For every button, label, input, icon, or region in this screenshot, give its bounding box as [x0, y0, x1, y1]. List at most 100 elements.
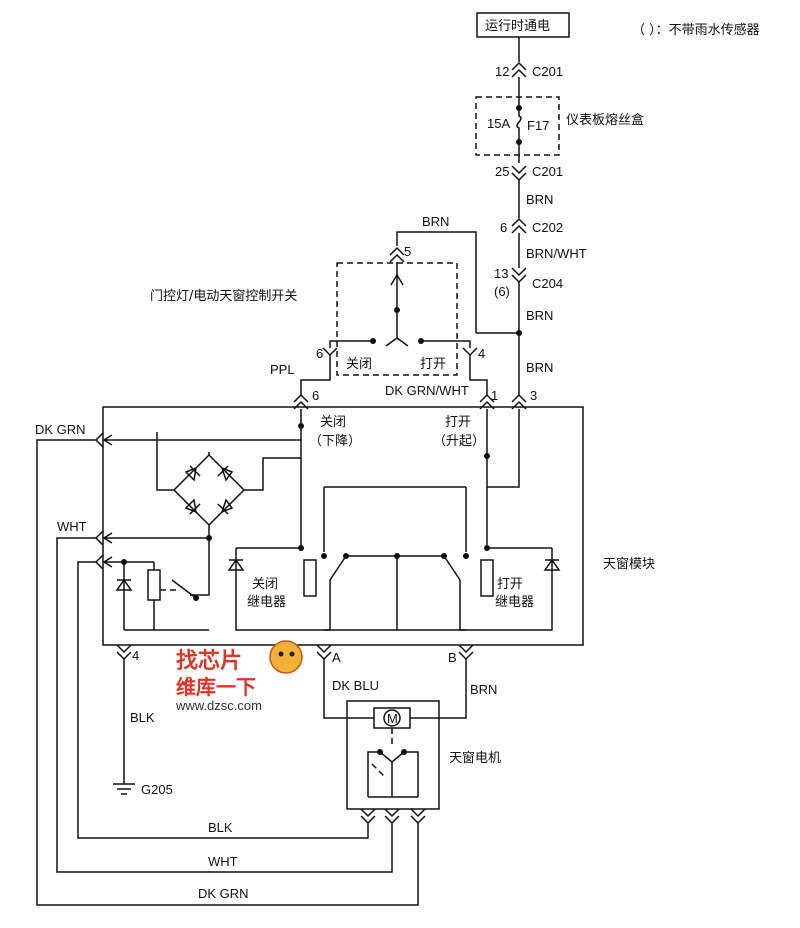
fuse-element [516, 108, 522, 142]
wht-arrow [102, 532, 113, 544]
bridge-output [190, 525, 210, 596]
c204-connector [511, 267, 527, 284]
open-relay-top-node [484, 545, 490, 551]
motor-switch-dash [371, 763, 387, 779]
dkgrn-arrow [102, 434, 113, 446]
switch-close-label: 关闭 [346, 357, 372, 372]
open-relay-coil [480, 559, 494, 597]
wire-dk-grn-wht: DK GRN/WHT [385, 383, 469, 398]
motor-pin-2 [384, 808, 400, 825]
module-pin1-connector [479, 393, 495, 410]
relay-mid-bus [346, 555, 444, 630]
bridge-rectifier [172, 453, 246, 527]
fuse-box-label: 仪表板熔丝盒 [566, 112, 644, 128]
relay-mid-node [394, 553, 400, 559]
open-relay-label-1: 打开 [497, 577, 523, 592]
run-power-box [476, 12, 570, 38]
sunroof-module-box [102, 406, 584, 646]
brn-motor-wire [410, 659, 467, 719]
relay-out-a [324, 580, 331, 631]
switch-pin5-connector [389, 246, 405, 263]
watermark-url: www.dzsc.com [175, 698, 262, 713]
module-pin-B: B [448, 650, 457, 665]
left-relay-contact-dot [193, 595, 199, 601]
switch-open-label: 打开 [420, 357, 446, 372]
blk-wire [77, 561, 369, 839]
watermark-mascot-eye-l [278, 651, 284, 657]
close-relay-label-2: 继电器 [247, 595, 286, 610]
pin-6-c202: 6 [500, 220, 507, 235]
pin3-internal-wire [487, 409, 520, 488]
watermark-mascot [269, 640, 303, 674]
c201-bottom-connector [511, 165, 527, 182]
close-down-label: 关闭 [320, 415, 346, 430]
watermark-line-1: 找芯片 [176, 649, 242, 674]
ground-symbol [113, 783, 135, 795]
module-pin-4: 4 [132, 648, 139, 663]
wire-wht-bottom: WHT [208, 854, 238, 869]
fuse-id-label: F17 [527, 118, 549, 133]
wire-blk-left: BLK [130, 710, 155, 725]
relay-out-b [459, 580, 466, 631]
open-up-label-2: （升起） [433, 434, 485, 449]
sunroof-motor-box [346, 700, 440, 810]
wire-brn-1: BRN [526, 192, 553, 207]
module-pinA-connector [316, 644, 332, 661]
motor-symbol: M [387, 711, 398, 726]
wire-dk-grn-left: DK GRN [35, 422, 86, 437]
relay-contact-1 [321, 553, 327, 559]
dk-blu-wire [323, 659, 374, 719]
module-pin4-connector [116, 644, 132, 661]
dk-grn-connector [94, 432, 104, 448]
watermark-mascot-eye-r [289, 651, 295, 657]
c202-connector [511, 217, 527, 234]
bridge-input-left [156, 432, 174, 491]
switch-pivot [394, 307, 400, 313]
dk-grn-wht-wire [469, 355, 488, 395]
close-relay-coil [303, 559, 317, 597]
switch-pin6-wire [329, 340, 337, 348]
wire-brn-2: BRN [526, 308, 553, 323]
motor-pin-3 [410, 808, 426, 825]
close-down-label-2: （下降） [309, 434, 361, 449]
wire-dk-blu: DK BLU [332, 678, 379, 693]
wire-brn-3: BRN [526, 360, 553, 375]
left-relay-diode [115, 578, 133, 591]
left-relay-coil [147, 569, 161, 601]
switch-pin-4: 4 [478, 346, 485, 361]
motor-symbol-circle [383, 709, 401, 727]
motor-pin-1 [360, 808, 376, 825]
fuse-box-outline [475, 96, 560, 156]
module-pin-6: 6 [312, 388, 319, 403]
watermark-line-2: 维库一下 [176, 675, 256, 699]
wire-wht-left: WHT [57, 519, 87, 534]
close-relay-diode-line [235, 548, 301, 631]
module-pin-1: 1 [491, 388, 498, 403]
switch-pin4-connector [462, 347, 478, 357]
switch-arrow [390, 273, 404, 286]
module-pin-3: 3 [530, 388, 537, 403]
c201-top-label: C201 [532, 64, 563, 79]
wire-brn-b: BRN [470, 682, 497, 697]
wire-brn-wht: BRN/WHT [526, 246, 587, 261]
bridge-diode-3 [184, 498, 201, 515]
pin-25: 25 [495, 164, 509, 179]
relay-contact-4 [463, 553, 469, 559]
relay-left-blade [329, 555, 347, 581]
bridge-diode-1 [184, 465, 201, 482]
module-pin3-connector [511, 393, 527, 410]
bridge-diode-4 [217, 498, 234, 515]
pin-12: 12 [495, 64, 509, 79]
wire-blk-bottom: BLK [208, 820, 233, 835]
wire-dk-grn-bottom: DK GRN [198, 886, 249, 901]
sunroof-motor-label: 天窗电机 [449, 750, 501, 766]
open-signal-node [484, 453, 490, 459]
open-relay-label-2: 继电器 [495, 595, 534, 610]
run-power-label: 运行时通电 [485, 19, 550, 34]
switch-blade [385, 337, 409, 347]
wire-brn-top: BRN [422, 214, 449, 229]
blk-connector [94, 554, 104, 570]
motor-switch-lines [367, 751, 419, 798]
sensor-note: （ ）：不带雨水传感器 [632, 22, 760, 38]
